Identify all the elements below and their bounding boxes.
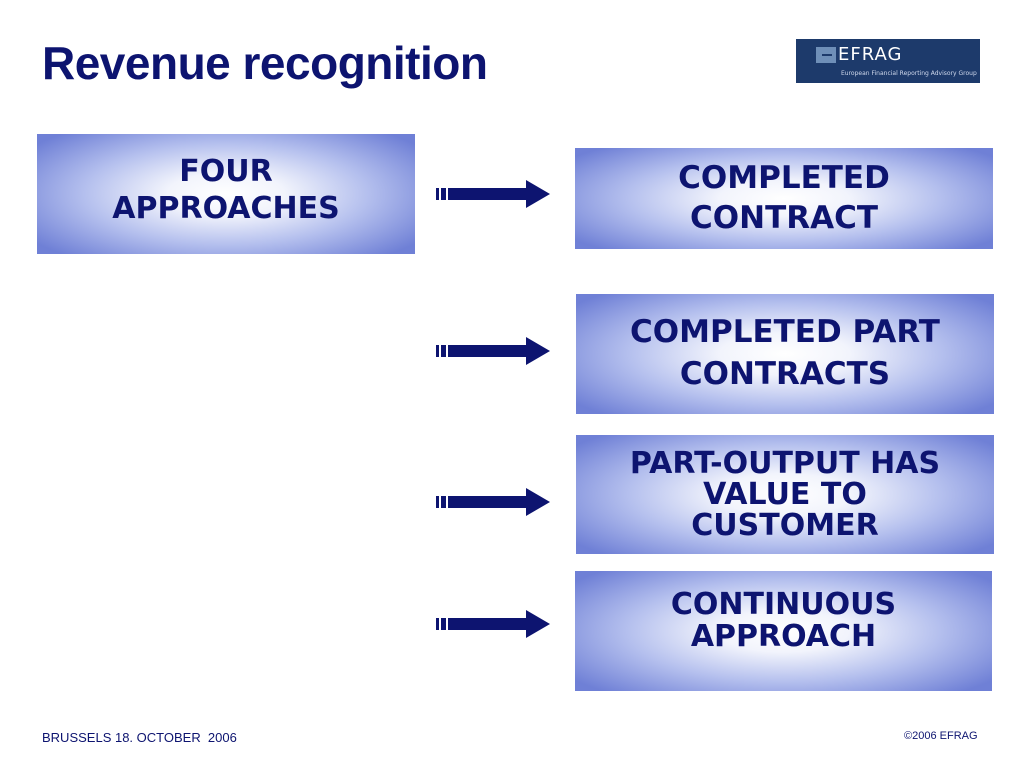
right-arrow-icon (436, 488, 550, 516)
approach-box-continuous: CONTINUOUS APPROACH (575, 571, 992, 691)
four-approaches-label: FOUR APPROACHES (112, 154, 340, 226)
right-arrow-icon (436, 610, 550, 638)
logo-subtitle: European Financial Reporting Advisory Gr… (841, 70, 977, 77)
right-arrow-icon (436, 180, 550, 208)
approach-label: PART-OUTPUT HAS VALUE TO CUSTOMER (629, 445, 941, 544)
right-arrow-icon (436, 337, 550, 365)
approach-box-completed-part-contracts: COMPLETED PART CONTRACTS (576, 294, 994, 414)
footer-date: BRUSSELS 18. OCTOBER 2006 (42, 730, 237, 745)
footer-copyright: ©2006 EFRAG (904, 730, 978, 742)
logo-name: EFRAG (838, 44, 903, 65)
approach-label: COMPLETED CONTRACT (678, 159, 890, 236)
approach-label: CONTINUOUS APPROACH (670, 586, 897, 654)
page-title: Revenue recognition (42, 37, 488, 89)
four-approaches-box: FOUR APPROACHES (37, 134, 415, 254)
approach-box-completed-contract: COMPLETED CONTRACT (575, 148, 993, 249)
logo-mark (816, 47, 836, 63)
approach-box-part-output: PART-OUTPUT HAS VALUE TO CUSTOMER (576, 435, 994, 554)
efrag-logo-icon: EFRAG European Financial Reporting Advis… (796, 39, 980, 83)
approach-label: COMPLETED PART CONTRACTS (630, 314, 940, 392)
